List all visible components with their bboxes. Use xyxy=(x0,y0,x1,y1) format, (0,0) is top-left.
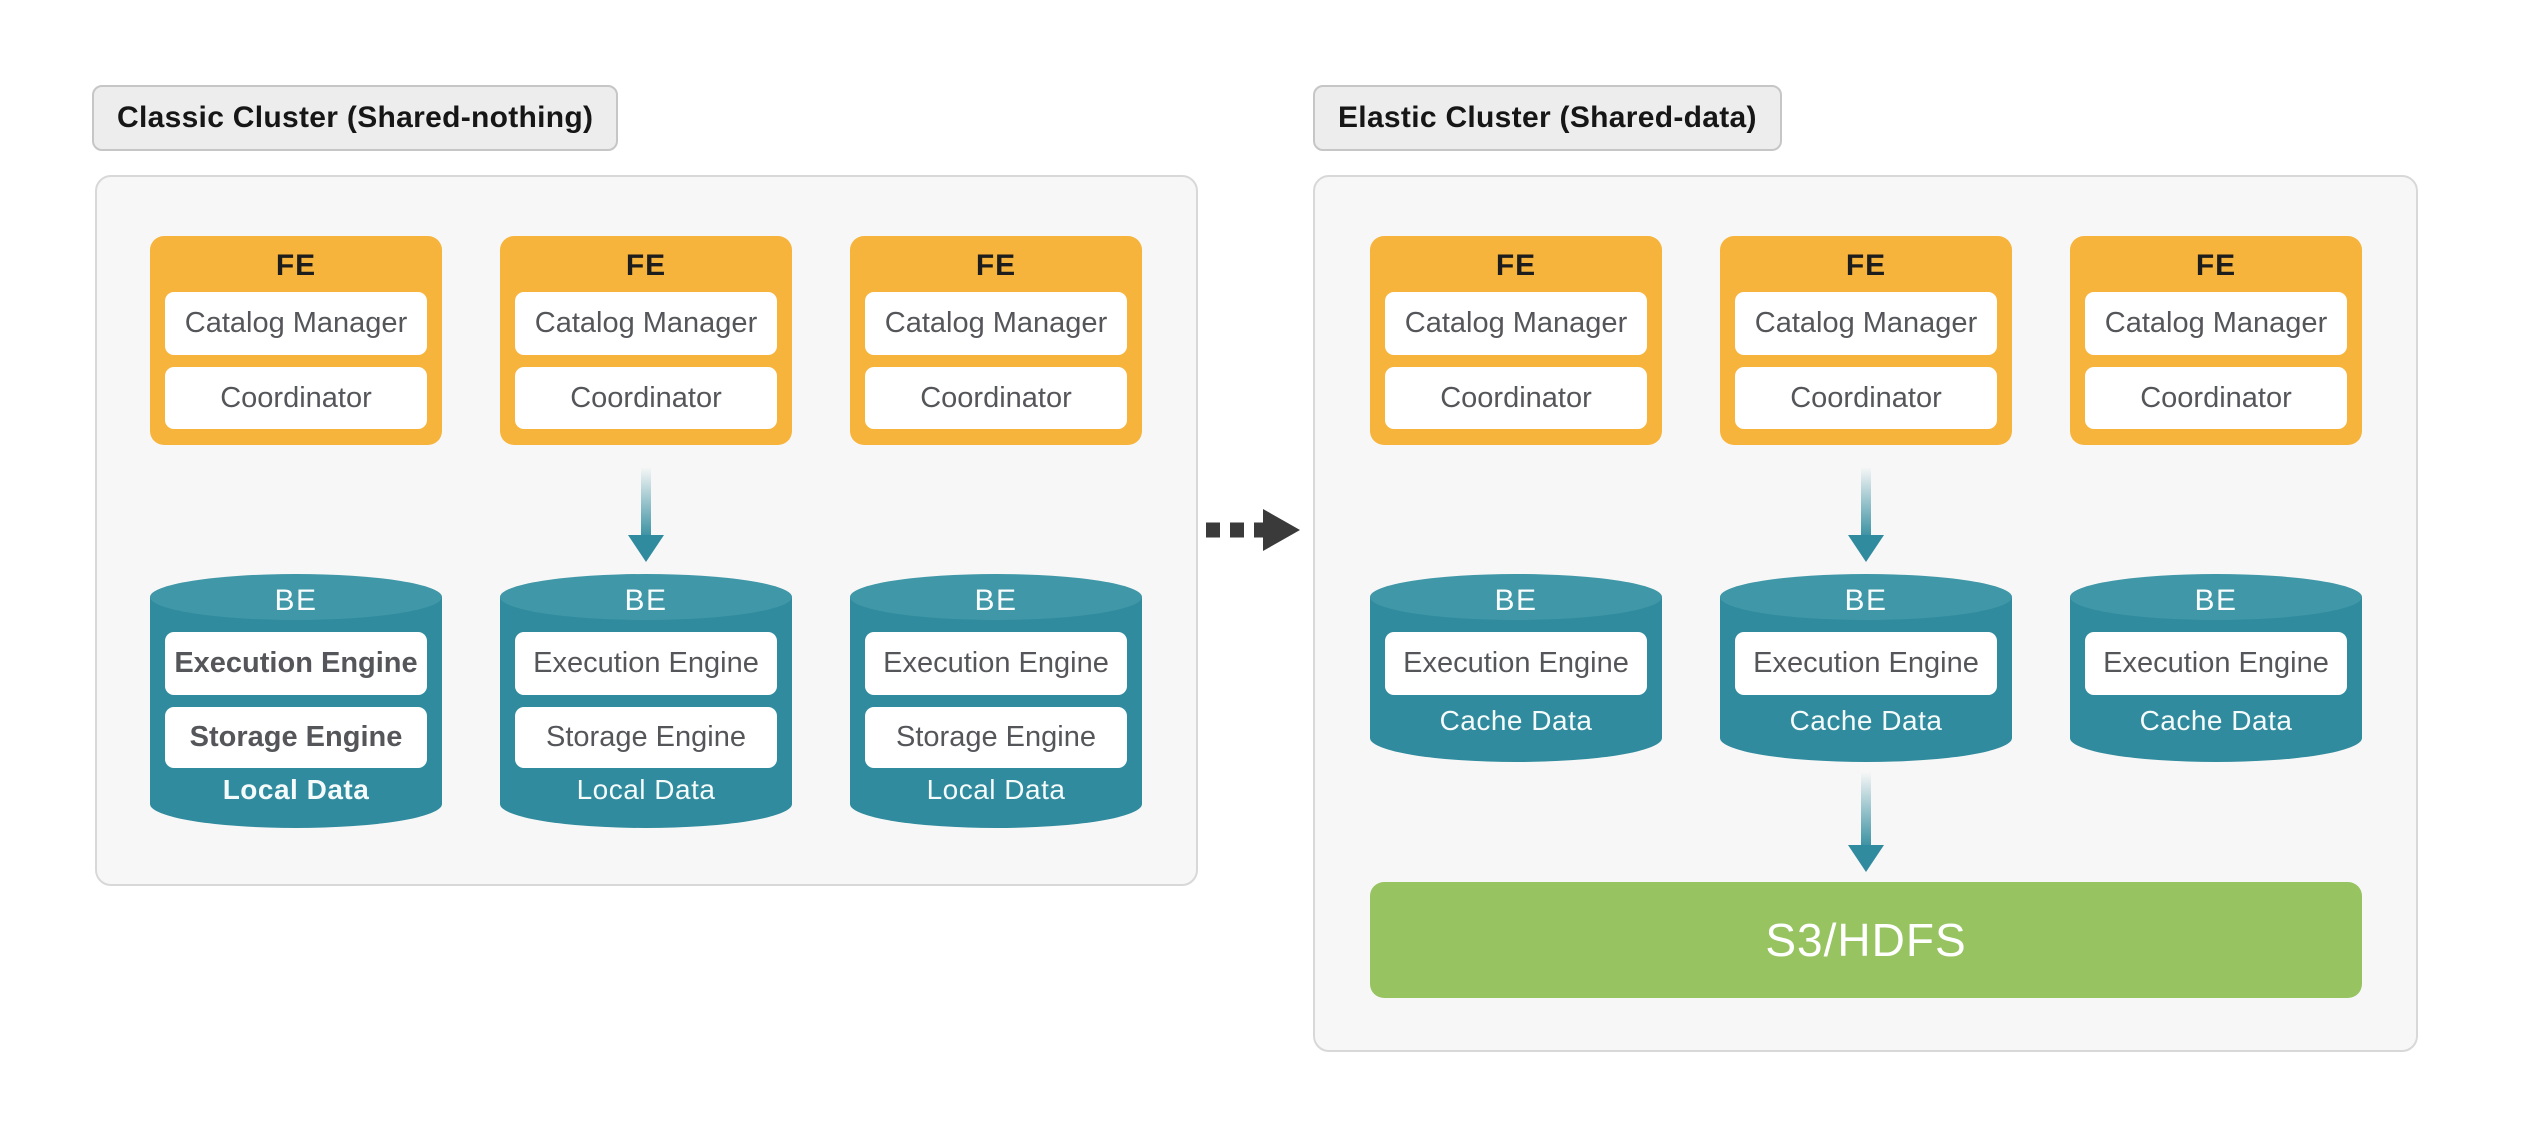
be-cylinder: BE Execution Engine Cache Data xyxy=(2070,574,2362,762)
cylinder-top xyxy=(2070,574,2362,620)
fe-node: FE Catalog Manager Coordinator xyxy=(150,236,442,445)
fe-node: FE Catalog Manager Coordinator xyxy=(1370,236,1662,445)
cluster-title-elastic: Elastic Cluster (Shared-data) xyxy=(1313,85,1782,151)
component-box-catalog-manager: Catalog Manager xyxy=(515,292,777,355)
component-box-catalog-manager: Catalog Manager xyxy=(165,292,427,355)
fe-node: FE Catalog Manager Coordinator xyxy=(1720,236,2012,445)
cluster-title-classic: Classic Cluster (Shared-nothing) xyxy=(92,85,619,151)
component-box-coordinator: Coordinator xyxy=(1735,367,1997,429)
be-cylinder: BE Execution Engine Storage Engine Local… xyxy=(850,574,1142,828)
be-data-label: Cache Data xyxy=(1439,705,1593,736)
be-data-label: Cache Data xyxy=(1789,705,1943,736)
component-box-execution-engine: Execution Engine xyxy=(1385,632,1647,695)
be-data-label: Local Data xyxy=(926,774,1066,805)
component-box-catalog-manager: Catalog Manager xyxy=(1385,292,1647,355)
arrow-stem xyxy=(1861,772,1871,845)
component-box-coordinator: Coordinator xyxy=(1385,367,1647,429)
transition-arrow-icon xyxy=(1206,509,1300,551)
cylinder-top xyxy=(1370,574,1662,620)
arrow-head xyxy=(1848,845,1884,872)
component-box-coordinator: Coordinator xyxy=(165,367,427,429)
arrow-head xyxy=(1848,535,1884,562)
component-box-coordinator: Coordinator xyxy=(515,367,777,429)
be-data-label: Cache Data xyxy=(2139,705,2293,736)
fe-node-header: FE xyxy=(975,249,1017,282)
component-box-execution-engine: Execution Engine xyxy=(1735,632,1997,695)
fe-node: FE Catalog Manager Coordinator xyxy=(2070,236,2362,445)
be-node-header: BE xyxy=(2194,584,2238,617)
down-arrow-icon xyxy=(628,467,664,562)
be-cylinder: BE Execution Engine Cache Data xyxy=(1370,574,1662,762)
fe-node: FE Catalog Manager Coordinator xyxy=(850,236,1142,445)
component-box-execution-engine: Execution Engine xyxy=(515,632,777,695)
component-box-storage-engine: Storage Engine xyxy=(515,707,777,768)
cylinder-top xyxy=(500,574,792,620)
be-cylinder: BE Execution Engine Storage Engine Local… xyxy=(150,574,442,828)
cylinder-top xyxy=(1720,574,2012,620)
fe-node-header: FE xyxy=(625,249,667,282)
fe-node: FE Catalog Manager Coordinator xyxy=(500,236,792,445)
be-node-header: BE xyxy=(274,584,318,617)
arrow-head xyxy=(628,535,664,562)
be-cylinder: BE Execution Engine Cache Data xyxy=(1720,574,2012,762)
fe-node-header: FE xyxy=(275,249,317,282)
be-node-header: BE xyxy=(1494,584,1538,617)
shared-storage-box: S3/HDFS xyxy=(1370,882,2362,998)
component-box-storage-engine: Storage Engine xyxy=(865,707,1127,768)
component-box-catalog-manager: Catalog Manager xyxy=(865,292,1127,355)
arrow-stem xyxy=(641,467,651,535)
classic-cluster-panel: FE Catalog Manager Coordinator FE Catalo… xyxy=(95,175,1198,886)
be-data-label: Local Data xyxy=(222,774,370,805)
component-box-execution-engine: Execution Engine xyxy=(2085,632,2347,695)
down-arrow-icon xyxy=(1848,467,1884,562)
be-node-header: BE xyxy=(974,584,1018,617)
arrow-stem xyxy=(1861,467,1871,535)
cylinder-top xyxy=(150,574,442,620)
be-node-header: BE xyxy=(1844,584,1888,617)
component-box-coordinator: Coordinator xyxy=(2085,367,2347,429)
component-box-catalog-manager: Catalog Manager xyxy=(1735,292,1997,355)
component-box-coordinator: Coordinator xyxy=(865,367,1127,429)
component-box-catalog-manager: Catalog Manager xyxy=(2085,292,2347,355)
down-arrow-icon xyxy=(1848,772,1884,872)
cylinder-top xyxy=(850,574,1142,620)
be-data-label: Local Data xyxy=(576,774,716,805)
fe-node-header: FE xyxy=(2195,249,2237,282)
component-box-storage-engine: Storage Engine xyxy=(165,707,427,768)
be-cylinder: BE Execution Engine Storage Engine Local… xyxy=(500,574,792,828)
elastic-cluster-panel: FE Catalog Manager Coordinator FE Catalo… xyxy=(1313,175,2418,1052)
fe-node-header: FE xyxy=(1495,249,1537,282)
component-box-execution-engine: Execution Engine xyxy=(865,632,1127,695)
component-box-execution-engine: Execution Engine xyxy=(165,632,427,695)
fe-node-header: FE xyxy=(1845,249,1887,282)
be-node-header: BE xyxy=(624,584,668,617)
